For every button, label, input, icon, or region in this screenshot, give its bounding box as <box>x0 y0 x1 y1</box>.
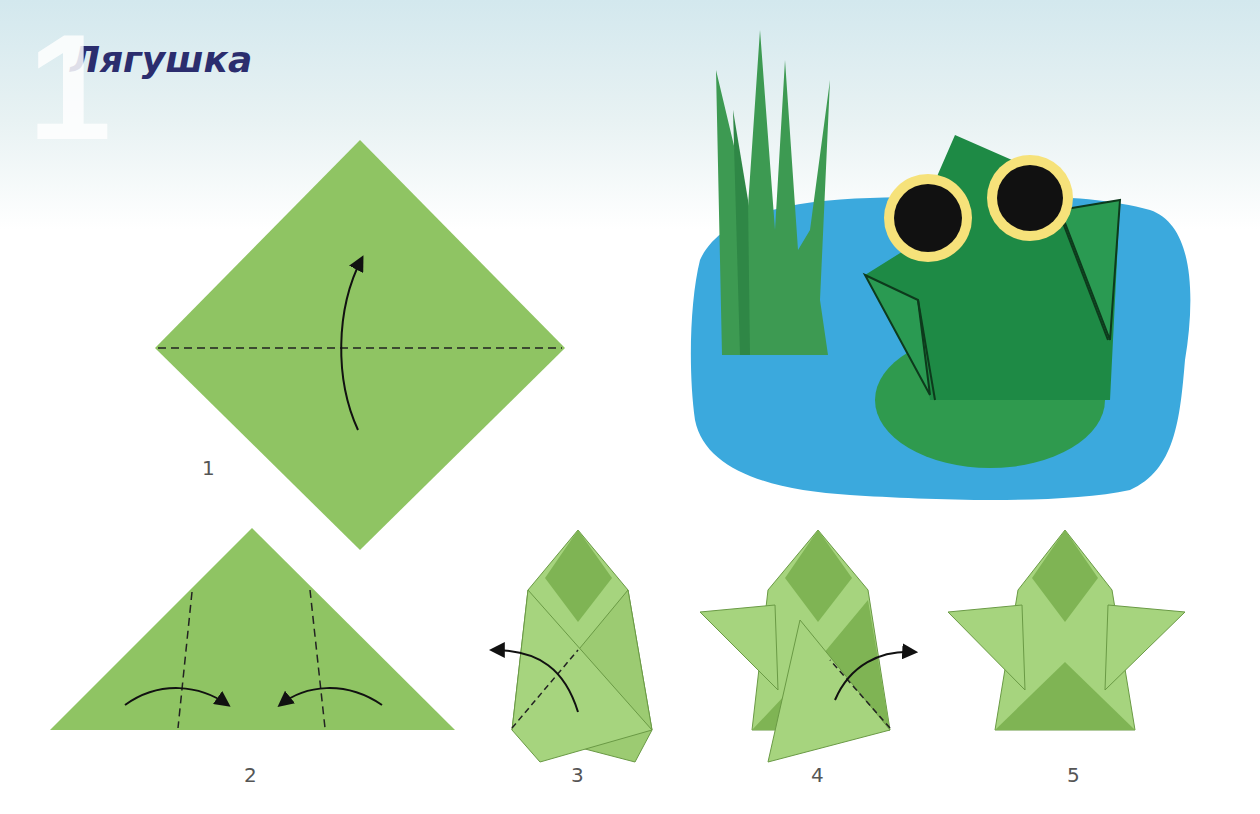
step-3-fold <box>492 530 652 762</box>
step-number: 3 <box>571 765 584 785</box>
section-number: 1 <box>28 12 111 162</box>
step-number: 4 <box>811 765 824 785</box>
pond-scene <box>691 30 1191 500</box>
step-number: 2 <box>244 765 257 785</box>
step-4-fold <box>700 530 915 762</box>
step-number: 1 <box>202 458 215 478</box>
step-2-triangle <box>50 528 455 730</box>
step-1-square <box>155 140 565 550</box>
step-5-frog <box>948 530 1185 730</box>
step-number: 5 <box>1067 765 1080 785</box>
